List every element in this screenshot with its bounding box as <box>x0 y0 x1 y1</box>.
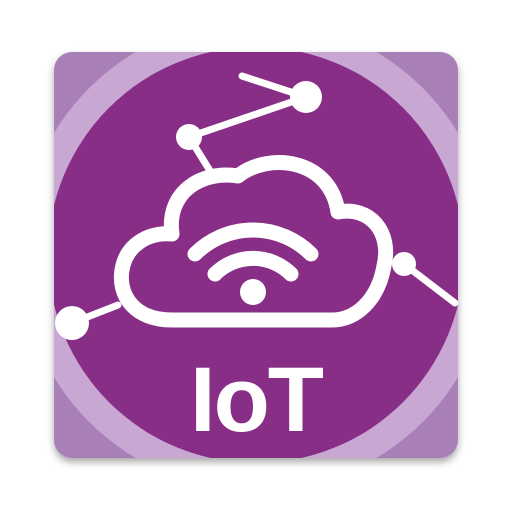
app-label: IoT <box>190 349 324 451</box>
network-nodes-icon <box>55 81 416 340</box>
wifi-icon <box>187 222 319 305</box>
cloud-icon <box>113 155 394 328</box>
